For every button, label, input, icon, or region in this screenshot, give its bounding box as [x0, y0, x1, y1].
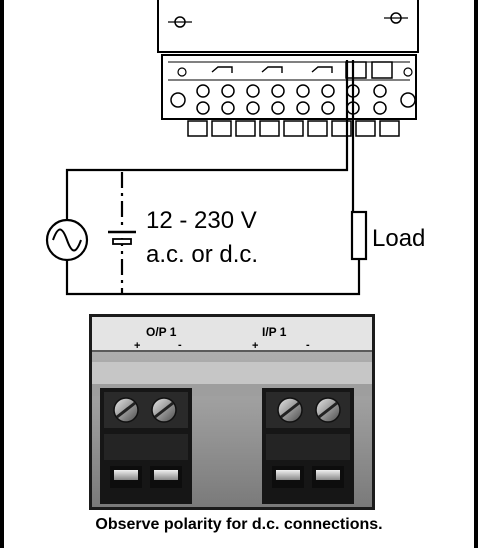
label-strip: [92, 317, 372, 351]
contact: [276, 470, 300, 480]
output-plus: +: [134, 340, 140, 352]
output-label: O/P 1: [146, 325, 177, 339]
load-label: Load: [372, 225, 425, 252]
output-minus: -: [178, 339, 182, 351]
input-label: I/P 1: [262, 325, 287, 339]
device-housing: [157, 0, 419, 137]
wire-load-to-return: [65, 252, 361, 296]
voltage-label: 12 - 230 V: [146, 207, 257, 234]
wire-supply-to-terminal: [65, 60, 349, 228]
sine-wave-icon: [45, 218, 89, 262]
terminal-photo: O/P 1 + - I/P 1 + -: [89, 314, 375, 510]
polarity-caption: Observe polarity for d.c. connections.: [95, 516, 383, 533]
load-resistor: [350, 210, 368, 261]
supply-type-label: a.c. or d.c.: [146, 241, 258, 268]
input-plus: +: [252, 340, 258, 352]
circuit-wiring: [65, 60, 361, 296]
contact: [316, 470, 340, 480]
terminal-tabs: [187, 120, 400, 137]
input-minus: -: [306, 339, 310, 351]
device-upper-body: [157, 0, 419, 53]
terminal-screw-rows: [170, 84, 416, 115]
contact: [114, 470, 138, 480]
input-terminal-block: [262, 388, 354, 504]
output-terminal-block: [100, 388, 192, 504]
battery-icon: [108, 230, 136, 245]
contact: [154, 470, 178, 480]
